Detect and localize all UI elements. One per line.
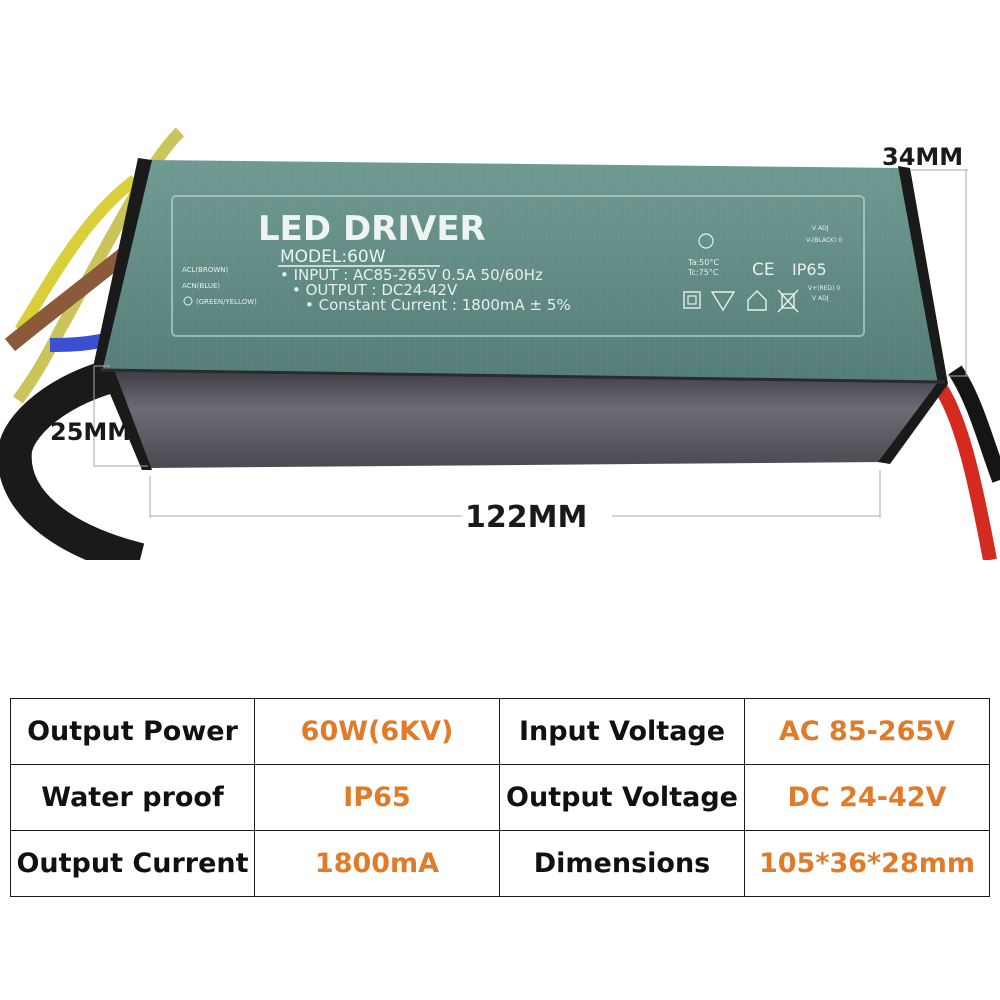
spec-label: Dimensions [499,830,745,897]
table-row: Water proof IP65 Output Voltage DC 24-42… [10,764,990,831]
spec-value: IP65 [254,764,500,831]
driver-label: LED DRIVER MODEL:60W • INPUT : AC85-265V… [182,209,842,314]
driver-housing [92,158,948,470]
spec-label: Output Current [10,830,255,897]
indoor-use-icon [747,290,767,311]
tc-temp: Tc:75°C [687,268,719,277]
spec-value: 1800mA [254,830,500,897]
table-row: Output Current 1800mA Dimensions 105*36*… [10,830,990,897]
spec-label: Output Voltage [499,764,745,831]
wire-ac-n-label: ACN(BLUE) [182,282,220,290]
output-wires [929,365,1000,560]
wire-ac-l-label: ACL(BROWN) [182,266,229,274]
spec-value: 105*36*28mm [744,830,990,897]
weee-bin-icon [777,289,799,313]
spec-value: DC 24-42V [744,764,990,831]
wire-ground-label: (GREEN/YELLOW) [196,298,257,306]
ce-mark: CE [752,260,775,280]
product-model: MODEL:60W [280,247,386,267]
spec-label: Input Voltage [499,698,745,765]
spec-label: Output Power [10,698,255,765]
out-pos-label: V+(RED) 0 [808,285,840,292]
spec-value: AC 85-265V [744,698,990,765]
output-spec-line: • OUTPUT : DC24-42V [292,281,458,299]
ta-temp: Ta:50°C [687,258,719,267]
out-neg-label: V-(BLACK) 0 [806,237,842,244]
led-driver-photo: LED DRIVER MODEL:60W • INPUT : AC85-265V… [0,127,1000,560]
product-title: LED DRIVER [258,209,486,249]
adj-bottom-label: V ADJ [812,295,829,302]
height-dimension: 34MM [882,143,963,171]
table-row: Output Power 60W(6KV) Input Voltage AC 8… [10,698,990,765]
spec-value: 60W(6KV) [254,698,500,765]
ground-symbol-icon [183,296,193,306]
spec-label: Water proof [10,764,255,831]
length-dimension: 122MM [465,500,587,535]
label-panel [171,195,865,337]
tc-mark-icon [698,233,714,249]
current-spec-line: • Constant Current : 1800mA ± 5% [305,296,571,314]
dimension-annotations: 34MM 25MM 122MM [50,143,968,535]
adj-top-label: V ADJ [812,225,829,232]
width-dimension: 25MM [50,418,131,446]
input-spec-line: • INPUT : AC85-265V 0.5A 50/60Hz [280,266,543,284]
double-insulation-icon [683,291,701,309]
f-mark-icon [710,291,736,312]
spec-table: Output Power 60W(6KV) Input Voltage AC 8… [10,698,990,897]
ip-rating-mark: IP65 [792,260,827,279]
